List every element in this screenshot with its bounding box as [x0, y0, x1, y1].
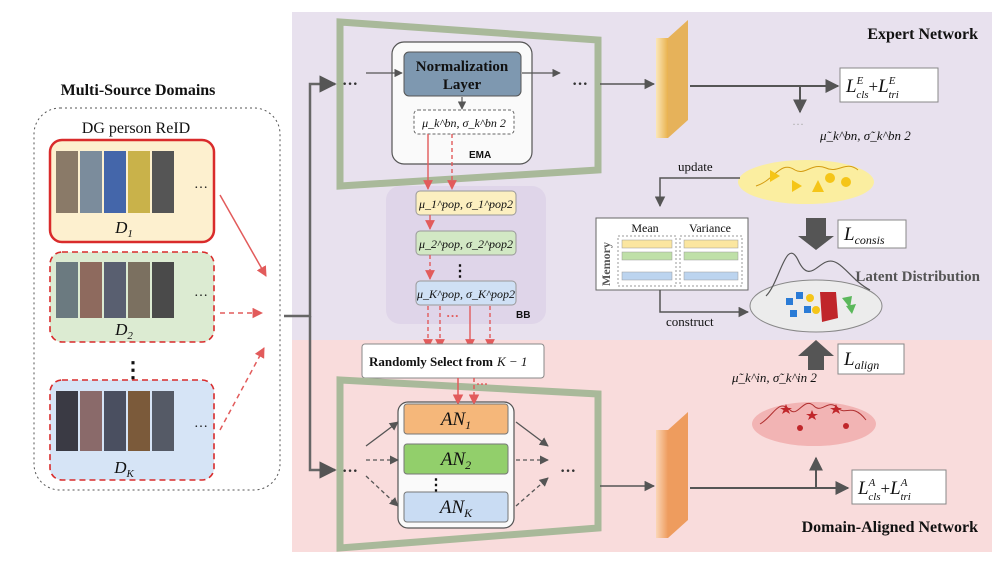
normalization-layer-label-2: Layer: [443, 77, 482, 93]
pop-red-dots: ···: [446, 308, 459, 323]
dg-reid-title: DG person ReID: [82, 120, 190, 137]
dg-reid-box: [33, 107, 281, 491]
latent-label: Latent Distribution: [855, 269, 980, 285]
align-loss: Lalign: [843, 349, 879, 372]
update-label: update: [678, 159, 713, 174]
bn-stats: μ_k^bn, σ_k^bn 2: [421, 116, 506, 130]
domain-k-label: DK: [113, 458, 134, 480]
d2-ellipsis: …: [194, 285, 208, 300]
domain-1-box: … D1: [48, 138, 216, 244]
latent-distribution: [749, 252, 883, 333]
expert-loss-box: [839, 67, 939, 103]
domains-vdots: ⋮: [122, 357, 144, 382]
aligned-in-arrows: [365, 421, 549, 507]
memory-variance: Variance: [689, 221, 731, 235]
arrow-update: [654, 177, 740, 208]
construct-label: construct: [666, 314, 714, 329]
an-k-label: ANK: [438, 497, 473, 520]
d1-ellipsis: …: [194, 177, 208, 192]
an-1-box: [403, 403, 509, 435]
split-line: [284, 75, 337, 318]
tilde-bn-stats: μ̃_k^bn, σ̃_k^bn 2: [819, 128, 911, 143]
expert-input-dots: ···: [342, 76, 358, 93]
consis-loss-box: [837, 219, 907, 249]
dk-ellipsis: …: [194, 416, 208, 431]
tilde-in-stats: μ̃_k^in, σ̃_k^in 2: [731, 370, 817, 385]
ema-label: EMA: [469, 150, 491, 161]
bb-label: BB: [516, 310, 530, 321]
expert-stats-dots: ···: [792, 117, 804, 131]
pop-stats-1: [415, 190, 517, 216]
aligned-distribution: [752, 402, 876, 446]
bn-stats-box: [413, 109, 515, 135]
expert-distribution: [738, 160, 874, 204]
pop-stats-2-text: μ_2^pop, σ_2^pop2: [418, 237, 513, 251]
expert-network-title: Expert Network: [867, 26, 978, 43]
memory-label: Memory: [599, 242, 613, 286]
person-images-dk: [56, 391, 174, 451]
arrow-d1: [219, 194, 267, 277]
an-k-box: [403, 491, 509, 523]
align-loss-box: [837, 343, 905, 375]
normalization-layer: [403, 51, 522, 97]
domain-k-box: … DK: [49, 379, 215, 481]
an-vdots: ⋮: [428, 477, 444, 494]
arrow-dk: [219, 347, 265, 431]
align-arrow: [798, 340, 834, 370]
pop-stats-k: [415, 280, 517, 306]
consis-loss: Lconsis: [843, 224, 885, 247]
expert-backbone-trapezoid: [336, 18, 602, 190]
aligned-backbone-trapezoid: [336, 376, 602, 552]
memory-mean: Mean: [631, 221, 658, 235]
memory-block: Memory Mean Variance: [595, 217, 749, 291]
split-line-down: [308, 316, 337, 479]
consis-arrow: [798, 218, 834, 250]
aligned-mid-dots: ···: [560, 463, 576, 480]
multi-source-title: Multi-Source Domains: [61, 82, 216, 99]
expert-mid-dots: ···: [572, 76, 588, 93]
an-2-label: AN2: [439, 449, 471, 472]
person-images-d2: [56, 262, 174, 318]
randomly-select-box: [361, 343, 545, 379]
ema-red-arrows: [423, 134, 495, 349]
domain-2-box: … D2: [49, 251, 215, 343]
normalization-layer-label: Normalization: [416, 59, 509, 75]
arrow-construct: [659, 290, 750, 318]
aligned-input-dots: ···: [342, 463, 358, 480]
expert-feature-block: [656, 20, 688, 138]
aligned-feature-block: [656, 412, 688, 538]
random-red-dots: ···: [476, 377, 488, 391]
domain-1-label: D1: [114, 218, 133, 240]
aligned-loss-box: [851, 469, 947, 505]
aligned-network-title: Domain-Aligned Network: [802, 519, 979, 536]
pop-stats-2: [415, 230, 517, 256]
an-2-box: [403, 443, 509, 475]
pop-vdots: ⋮: [452, 263, 468, 280]
domain-2-label: D2: [114, 320, 133, 342]
an-1-label: AN1: [439, 409, 471, 432]
pop-stats-k-text: μ_K^pop, σ_K^pop2: [416, 287, 515, 301]
pop-stats-1-text: μ_1^pop, σ_1^pop2: [418, 197, 513, 211]
person-images-d1: [56, 151, 174, 213]
